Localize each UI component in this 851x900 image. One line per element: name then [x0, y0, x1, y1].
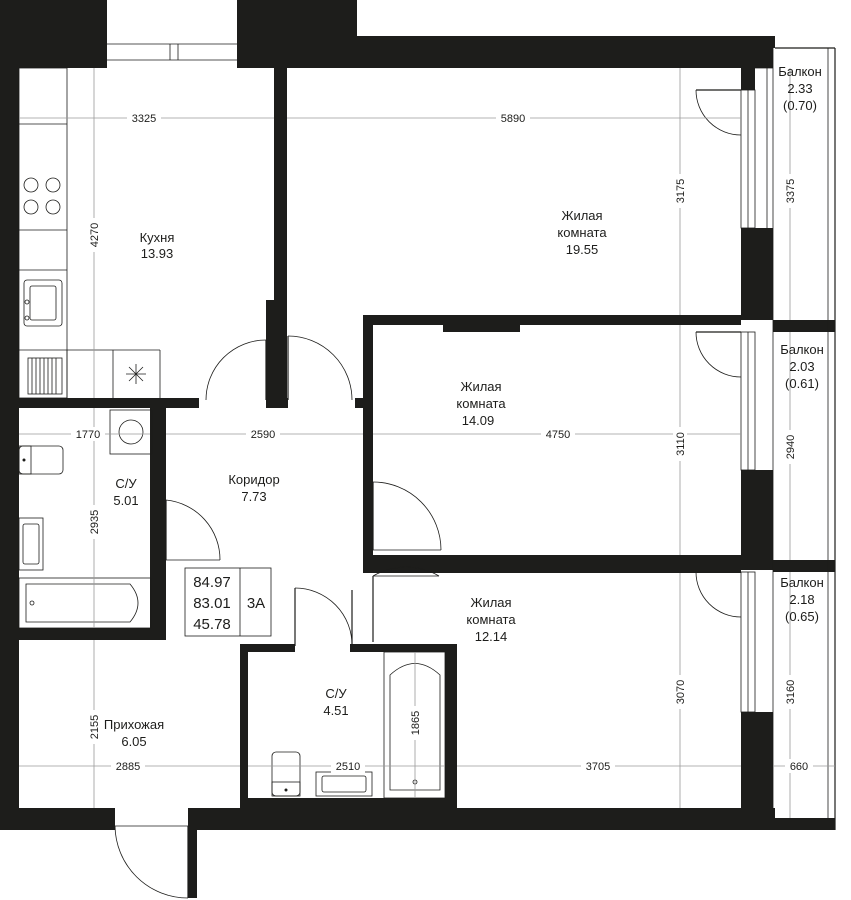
living3-line2: комната [466, 612, 516, 627]
dim-corridor-w: 2590 [251, 429, 275, 441]
summary-total: 84.97 [193, 574, 231, 591]
living1-line1: Жилая [561, 208, 602, 223]
dim-hall-h: 2155 [89, 715, 101, 739]
dishwasher-icon [27, 357, 63, 395]
stove-icon [23, 177, 61, 215]
bath2-name: С/У [325, 686, 347, 701]
fridge-icon [126, 364, 146, 384]
area-summary: 84.97 83.01 45.78 3А [193, 574, 265, 633]
room-labels: Кухня 13.93 Жилая комната 19.55 Жилая ко… [104, 64, 824, 749]
living3-line1: Жилая [470, 595, 511, 610]
dim-balcony1-h: 3375 [785, 179, 797, 203]
dim-bath2-w: 2510 [336, 761, 360, 773]
bathtub-icon [18, 577, 152, 629]
balcony3-area: 2.18 [789, 592, 814, 607]
living2-line2: комната [456, 396, 506, 411]
corridor-area: 7.73 [241, 489, 266, 504]
dim-bath1-h: 2935 [89, 510, 101, 534]
washing-machine-icon [109, 409, 153, 455]
washbasin2-icon [315, 771, 373, 797]
balcony-frames [755, 47, 836, 830]
washbasin-icon [18, 517, 44, 571]
dim-living3-h: 3070 [675, 680, 687, 704]
dim-kitchen-h: 4270 [89, 223, 101, 247]
hall-name: Прихожая [104, 717, 164, 732]
bath1-name: С/У [115, 476, 137, 491]
dimension-lines [19, 68, 835, 818]
hall-area: 6.05 [121, 734, 146, 749]
dim-living1-h: 3175 [675, 179, 687, 203]
dim-living2-h: 3110 [675, 432, 687, 456]
bath2-area: 4.51 [323, 703, 348, 718]
balcony1-area: 2.33 [787, 81, 812, 96]
summary-living-total: 83.01 [193, 595, 231, 612]
balcony2-area: 2.03 [789, 359, 814, 374]
fixtures [18, 67, 446, 799]
toilet2-icon [271, 751, 301, 797]
dim-balcony3-h: 3160 [785, 680, 797, 704]
corridor-name: Коридор [228, 472, 279, 487]
sink-icon [23, 279, 63, 327]
dim-balcony-w: 660 [790, 761, 808, 773]
kitchen-name: Кухня [140, 230, 175, 245]
living1-area: 19.55 [566, 242, 599, 257]
dim-living2-w: 4750 [546, 429, 570, 441]
kitchen-area: 13.93 [141, 246, 174, 261]
dim-hall-w: 2885 [116, 761, 140, 773]
balcony2-reduced: (0.61) [785, 376, 819, 391]
dim-bath1-w: 1770 [76, 429, 100, 441]
dim-balcony2-h: 2940 [785, 435, 797, 459]
balcony2-name: Балкон [780, 342, 824, 357]
living2-area: 14.09 [462, 413, 495, 428]
bath1-area: 5.01 [113, 493, 138, 508]
dim-living3-w: 3705 [586, 761, 610, 773]
living3-area: 12.14 [475, 629, 508, 644]
toilet-icon [18, 445, 64, 475]
living1-line2: комната [557, 225, 607, 240]
doors [114, 89, 742, 899]
balcony3-name: Балкон [780, 575, 824, 590]
summary-living: 45.78 [193, 616, 231, 633]
dim-kitchen-w: 3325 [132, 113, 156, 125]
dim-bath2-h: 1865 [410, 711, 422, 735]
walls [0, 0, 835, 898]
balcony1-name: Балкон [778, 64, 822, 79]
dimension-labels: 3325 5890 1770 2590 4750 2885 2510 3705 … [71, 111, 813, 773]
summary-type: 3А [247, 595, 265, 612]
windows [107, 0, 756, 713]
balcony3-reduced: (0.65) [785, 609, 819, 624]
dim-living1-w: 5890 [501, 113, 525, 125]
living2-line1: Жилая [460, 379, 501, 394]
balcony1-reduced: (0.70) [783, 98, 817, 113]
